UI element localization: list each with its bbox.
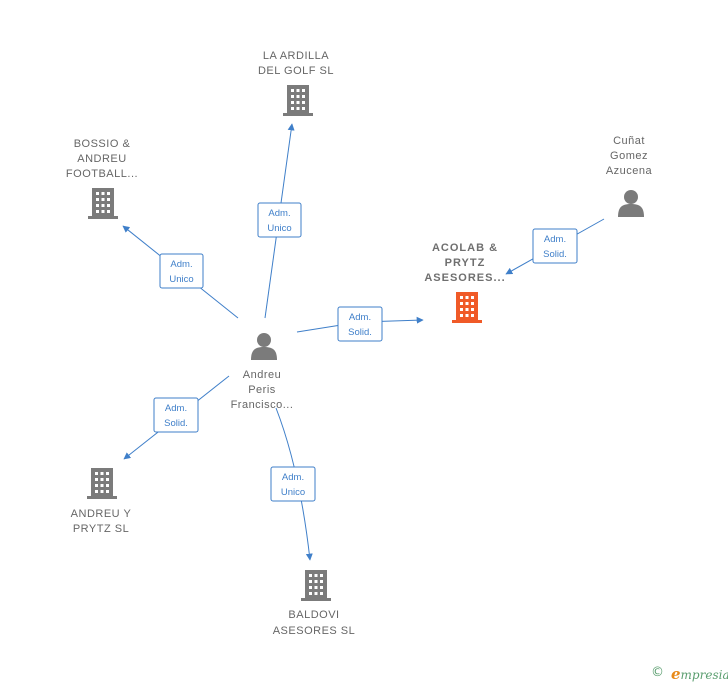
- node-label-line: LA ARDILLA: [263, 50, 329, 62]
- node-andreu-peris[interactable]: Andreu Peris Francisco...: [231, 333, 294, 411]
- node-label-line: ACOLAB &: [432, 242, 498, 254]
- building-icon: [88, 188, 118, 219]
- node-bossio[interactable]: BOSSIO & ANDREU FOOTBALL...: [66, 138, 138, 219]
- node-label-line: ANDREU Y: [71, 508, 132, 520]
- node-label-line: Gomez: [610, 150, 648, 162]
- node-label-line: ASESORES...: [424, 272, 505, 284]
- edge-label-andreu-prytz: Adm. Solid.: [153, 397, 199, 433]
- edge-label-acolab: Adm. Solid.: [337, 306, 383, 342]
- node-label-line: BALDOVI: [288, 609, 339, 621]
- node-label-line: ANDREU: [77, 153, 126, 165]
- building-icon: [452, 292, 482, 323]
- node-baldovi[interactable]: BALDOVI ASESORES SL: [273, 570, 356, 637]
- node-label-line: PRYTZ SL: [73, 523, 129, 535]
- edge-label-line-2: Solid.: [543, 249, 567, 260]
- node-label-line: Andreu: [243, 369, 281, 381]
- edge-label-line-1: Adm.: [170, 259, 192, 270]
- node-andreu-prytz[interactable]: ANDREU Y PRYTZ SL: [71, 468, 132, 535]
- brand-logo[interactable]: empresia: [671, 665, 728, 683]
- edge-label-line-1: Adm.: [165, 403, 187, 414]
- brand-logo-text: mpresia: [680, 668, 728, 682]
- building-icon: [301, 570, 331, 601]
- edge-label-cunat: Adm. Solid.: [532, 228, 578, 264]
- node-label-line: Peris: [248, 384, 276, 396]
- node-label-line: Cuñat: [613, 135, 645, 147]
- node-label-line: BOSSIO &: [74, 138, 131, 150]
- node-label-line: ASESORES SL: [273, 625, 356, 637]
- node-label-line: DEL GOLF SL: [258, 65, 334, 77]
- copyright-symbol: ©: [651, 665, 664, 680]
- edge-label-line-1: Adm.: [268, 208, 290, 219]
- edge-label-line-2: Unico: [281, 487, 305, 498]
- node-label-line: FOOTBALL...: [66, 168, 138, 180]
- edge-label-line-1: Adm.: [349, 312, 371, 323]
- node-acolab[interactable]: ACOLAB & PRYTZ ASESORES...: [424, 242, 505, 323]
- edge-label-la-ardilla: Adm. Unico: [257, 202, 302, 238]
- edge-label-line-2: Solid.: [164, 418, 188, 429]
- building-icon: [283, 85, 313, 116]
- edge-label-line-2: Unico: [267, 223, 291, 234]
- node-la-ardilla[interactable]: LA ARDILLA DEL GOLF SL: [258, 50, 334, 116]
- edge-label-bossio: Adm. Unico: [159, 253, 204, 289]
- edge-label-line-1: Adm.: [282, 472, 304, 483]
- node-label-line: Azucena: [606, 165, 653, 177]
- edge-label-line-1: Adm.: [544, 234, 566, 245]
- brand-logo-initial: e: [671, 665, 681, 683]
- building-icon: [87, 468, 117, 499]
- person-icon: [251, 333, 277, 360]
- edge-label-baldovi: Adm. Unico: [270, 466, 316, 502]
- node-label-line: PRYTZ: [445, 257, 486, 269]
- node-label-line: Francisco...: [231, 399, 294, 411]
- edge-label-line-2: Unico: [169, 274, 193, 285]
- edge-label-line-2: Solid.: [348, 327, 372, 338]
- person-icon: [618, 190, 644, 217]
- node-cunat[interactable]: Cuñat Gomez Azucena: [606, 135, 653, 217]
